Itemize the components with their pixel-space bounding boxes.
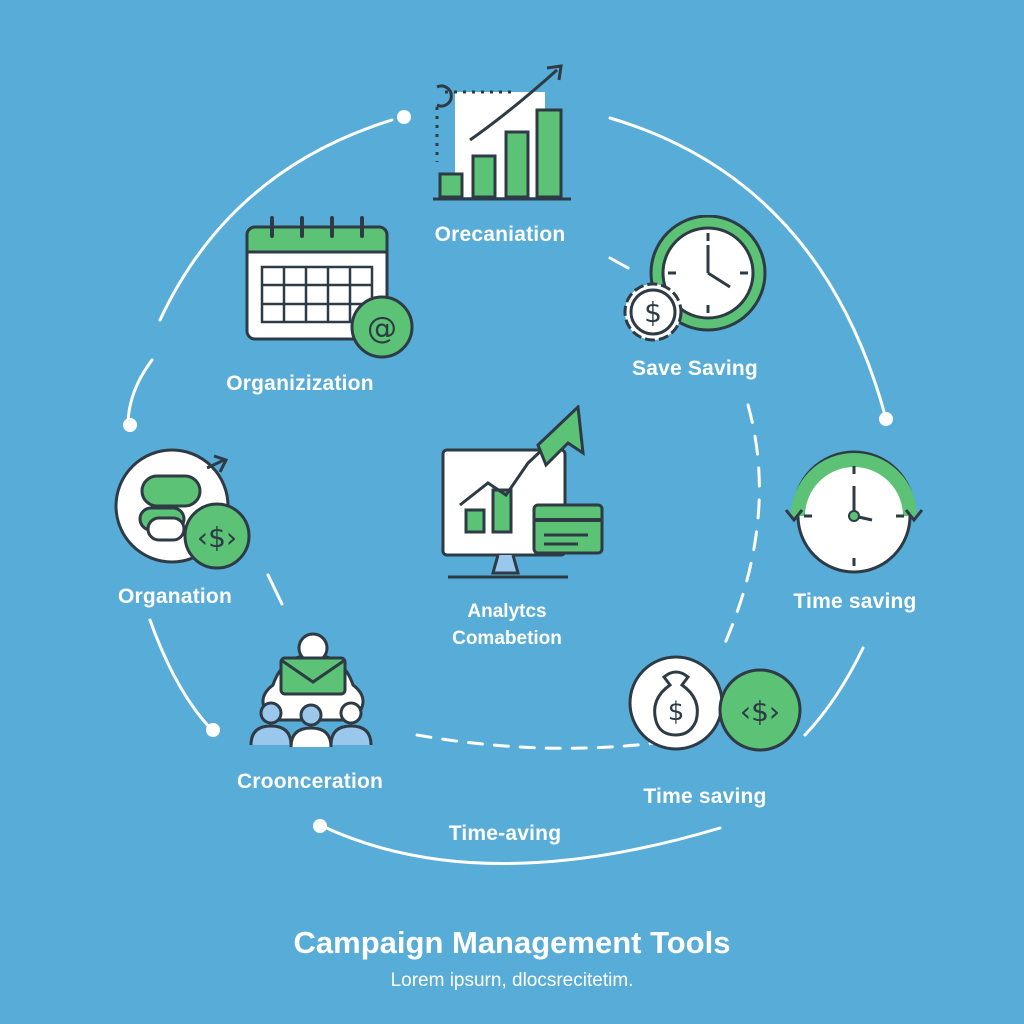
node-label-8: Time-aving (448, 822, 562, 845)
svg-text:‹$›: ‹$› (740, 695, 780, 728)
analytics-monitor-icon (441, 405, 604, 579)
clock-cycle-icon (784, 450, 924, 574)
node-label-2: Organizization (226, 372, 374, 395)
node-label-7: Time saving (643, 785, 767, 808)
calendar-email-icon: @ (245, 216, 414, 359)
svg-text:‹$›: ‹$› (197, 521, 237, 554)
node-label-5: Time saving (793, 590, 917, 613)
svg-text:$: $ (644, 296, 662, 329)
team-message-icon (249, 632, 373, 748)
svg-text:@: @ (367, 311, 397, 346)
clock-dollar-gear-icon: $ (623, 215, 767, 342)
page-title: Campaign Management Tools (293, 925, 731, 960)
budget-exchange-icon: ‹$› (114, 448, 251, 570)
bar-chart-growth-icon (433, 64, 571, 201)
node-label-3: Save Saving (632, 357, 758, 380)
node-label-6: Croonceration (236, 770, 384, 793)
center-label: Analytcs Comabetion (407, 598, 607, 652)
center-label-line2: Comabetion (452, 628, 562, 649)
money-bag-exchange-icon: $ ‹$› (628, 655, 802, 752)
center-label-line1: Analytcs (467, 601, 547, 622)
svg-text:$: $ (668, 697, 685, 727)
node-label-4: Organation (117, 585, 232, 608)
page-subtitle: Lorem ipsurn, dlocsrecitetim. (390, 970, 634, 991)
node-label-1: Orecaniation (434, 223, 566, 246)
